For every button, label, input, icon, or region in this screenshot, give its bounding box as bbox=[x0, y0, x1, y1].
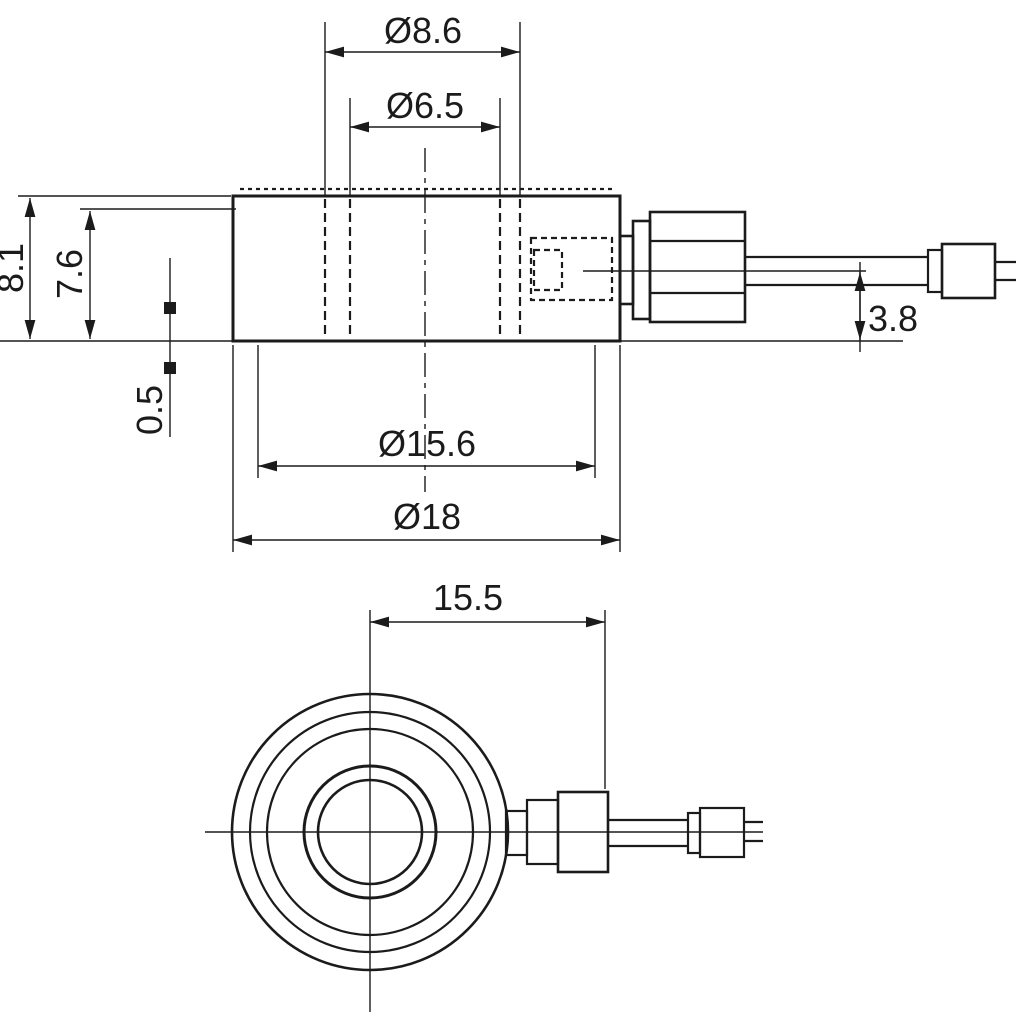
outer-diameter-circle bbox=[230, 692, 510, 972]
dim-outer-diameter: Ø18 bbox=[232, 345, 621, 552]
dim-boss-diameter: Ø15.6 bbox=[257, 345, 596, 478]
dim-label-counterbore: Ø8.6 bbox=[384, 10, 462, 51]
concentric-circles bbox=[230, 692, 510, 972]
gland-nut bbox=[648, 210, 747, 324]
dim-total-height: 8.1 bbox=[0, 195, 231, 339]
hidden-cavity-outer bbox=[529, 236, 614, 302]
cable-gland bbox=[618, 210, 1016, 324]
hidden-cavity-inner bbox=[532, 248, 564, 292]
dim-hole-diameter: Ø6.5 bbox=[349, 85, 501, 195]
dimension-terminator bbox=[164, 302, 176, 314]
dim-label-cable-offset: 3.8 bbox=[868, 298, 918, 339]
dim-cable-offset: 3.8 bbox=[854, 262, 918, 352]
dim-label-step: 0.5 bbox=[129, 385, 170, 435]
gland-collar-large bbox=[631, 219, 652, 321]
gland-collar-small bbox=[618, 234, 635, 306]
dim-label-boss-diameter: Ø15.6 bbox=[378, 423, 476, 464]
boss-circle bbox=[248, 710, 492, 954]
side-view: Ø8.6 Ø6.5 8.1 7.6 0.5 bbox=[0, 10, 1016, 552]
dim-connector-extension: 15.5 bbox=[370, 577, 606, 789]
dim-step-height: 0.5 bbox=[129, 258, 176, 437]
cable-end-ferrule bbox=[926, 248, 944, 294]
dimension-terminator bbox=[164, 362, 176, 374]
dim-label-connector-extension: 15.5 bbox=[433, 577, 503, 618]
hidden-cable-cavity bbox=[529, 236, 614, 302]
hidden-bore-lines bbox=[323, 199, 522, 334]
cable-end-plug bbox=[698, 806, 746, 859]
plan-view: 15.5 bbox=[205, 577, 763, 1012]
cable-end-ferrule bbox=[686, 811, 702, 855]
center-hole-circle bbox=[316, 778, 424, 886]
dim-body-height: 7.6 bbox=[49, 208, 236, 339]
dim-counterbore-diameter: Ø8.6 bbox=[324, 10, 521, 195]
dim-label-total-height: 8.1 bbox=[0, 243, 31, 293]
counterbore-circle bbox=[302, 764, 438, 900]
dim-label-outer-diameter: Ø18 bbox=[393, 496, 461, 537]
body-outline bbox=[231, 194, 622, 343]
gland-nut bbox=[556, 790, 610, 874]
dim-label-body-height: 7.6 bbox=[49, 249, 90, 299]
plan-cable-gland bbox=[504, 790, 763, 874]
groove-circle bbox=[265, 727, 475, 937]
cable-end-plug bbox=[940, 242, 997, 300]
dim-label-hole: Ø6.5 bbox=[386, 85, 464, 126]
